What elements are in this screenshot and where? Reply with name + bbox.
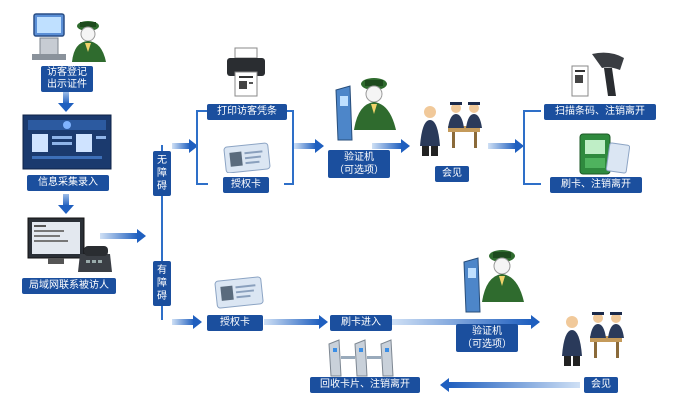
arrow-branch-to-top (172, 110, 208, 185)
printer-icon (225, 46, 267, 98)
verifier-guard-icon-top (328, 74, 400, 144)
print-voucher-label: 打印访客凭条 (207, 104, 287, 120)
arrow-branch-to-bottom (172, 315, 202, 329)
scan-barcode-label: 扫描条码、注销离开 (544, 104, 656, 120)
verifier-top-label: 验证机 （可选项） (328, 150, 390, 178)
kiosk-guard-icon (30, 8, 110, 64)
arrow-swipe-to-verifier (392, 315, 540, 329)
has-barrier-label: 有 障 碍 (153, 261, 171, 306)
return-card-label: 回收卡片、注销离开 (310, 377, 420, 393)
auth-card-top-label: 授权卡 (223, 177, 269, 193)
arrow-capture-to-lan (58, 194, 74, 214)
meet-top-label: 会见 (435, 166, 469, 182)
arrow-lan-to-branch (100, 229, 146, 243)
verifier-guard-icon-bottom (456, 246, 528, 316)
arrow-verifier-to-meet-top (372, 139, 410, 153)
meet-bottom-label: 会见 (584, 377, 618, 393)
swipe-enter-label: 刷卡进入 (330, 315, 392, 331)
capture-screen-icon (22, 114, 112, 170)
barcode-scanner-icon (570, 48, 632, 100)
arrow-meet-to-return (440, 378, 580, 392)
bracket-print-card (284, 110, 324, 185)
turnstile-icon (325, 336, 397, 378)
auth-card-bottom-label: 授权卡 (207, 315, 263, 331)
computer-phone-icon (24, 216, 114, 274)
lan-contact-label: 局域网联系被访人 (22, 278, 116, 294)
verifier-bottom-label: 验证机 （可选项） (456, 324, 518, 352)
arrow-card-to-swipe (264, 315, 328, 329)
info-capture-label: 信息采集录入 (27, 175, 109, 191)
arrow-register-to-capture (58, 92, 74, 112)
no-barrier-label: 无 障 碍 (153, 151, 171, 196)
meeting-people-icon-top (418, 98, 488, 160)
arrow-meet-to-exits (488, 110, 541, 185)
visitor-register-label: 访客登记 出示证件 (41, 66, 93, 92)
id-card-icon-bottom (214, 275, 266, 309)
meeting-people-icon-bottom (560, 308, 630, 370)
swipe-leave-label: 刷卡、注销离开 (550, 177, 642, 193)
card-reader-icon (578, 132, 631, 176)
id-card-icon-top (223, 141, 271, 174)
